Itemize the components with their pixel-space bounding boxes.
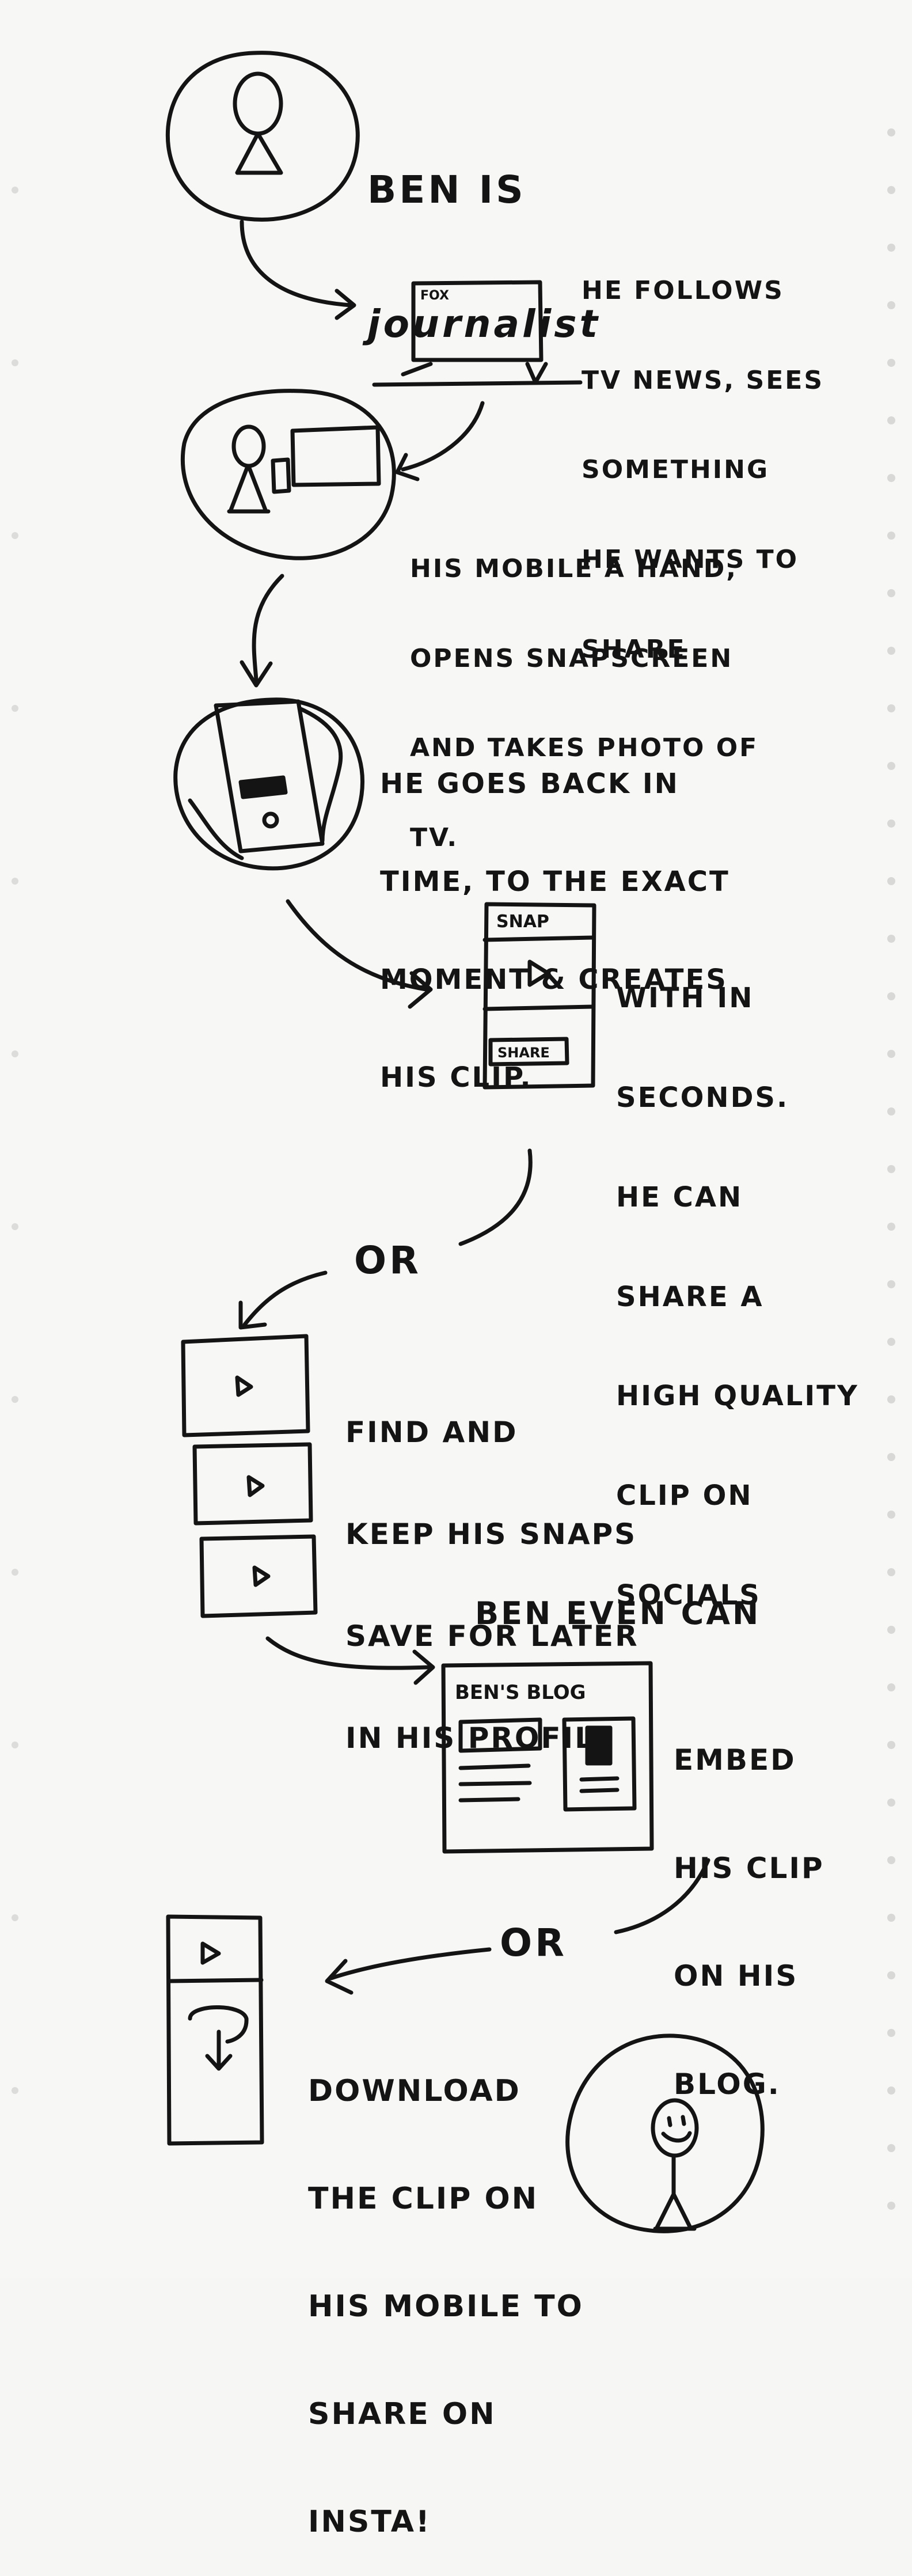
share-socials-caption: WITH IN SECONDS. HE CAN SHARE A HIGH QUA… — [616, 916, 859, 1645]
share-socials-line-7: SOCIALS — [616, 1579, 761, 1611]
embed-blog-caption: EMBED HIS CLIP ON HIS BLOG. — [674, 1670, 824, 2138]
back-in-time-line-1: HE GOES BACK IN — [380, 768, 679, 801]
flow-arrow-6 — [242, 1270, 328, 1327]
download-phone-icon — [166, 1914, 264, 2146]
flow-arrow-1 — [240, 219, 354, 308]
takes-photo-line-4: TV. — [410, 822, 459, 852]
binder-holes — [887, 128, 895, 2210]
phone-header-label: SNAP — [496, 912, 549, 932]
embed-lead-caption: BEN EVEN CAN — [475, 1595, 761, 1632]
flow-arrow-3 — [252, 574, 284, 682]
share-socials-line-4: SHARE A — [616, 1280, 764, 1313]
download-caption: DOWNLOAD THE CLIP ON HIS MOBILE TO SHARE… — [308, 2001, 584, 2576]
follows-tv-caption: HE FOLLOWS TV NEWS, SEES SOMETHING HE WA… — [582, 216, 824, 695]
follows-tv-line-5: SHARE — [582, 634, 686, 664]
storyboard-drawing: FOX SNAP SHARE BEN'S BLOG — [12, 51, 895, 2233]
keep-snaps-line-3: SAVE FOR LATER — [345, 1619, 639, 1653]
or-connector-1: OR — [354, 1238, 421, 1283]
download-line-1: DOWNLOAD — [308, 2073, 521, 2108]
ben-avatar-icon — [165, 51, 360, 222]
takes-photo-line-3: AND TAKES PHOTO OF — [410, 733, 759, 763]
tv-label: FOX — [420, 289, 449, 303]
download-line-4: SHARE ON — [308, 2397, 496, 2432]
flow-arrowhead-9 — [325, 1959, 354, 1995]
follows-tv-line-4: HE WANTS TO — [582, 544, 799, 574]
keep-snaps-line-4: IN HIS PROFILE — [345, 1721, 617, 1755]
embed-blog-line-2: HIS CLIP — [674, 1851, 824, 1885]
happy-ben-icon — [565, 2034, 765, 2233]
intro-line-1: BEN IS — [367, 167, 526, 212]
flow-arrowhead-6 — [238, 1300, 267, 1330]
share-socials-line-6: CLIP ON — [616, 1479, 753, 1512]
blog-page-icon — [441, 1661, 654, 1854]
embed-blog-line-3: ON HIS — [674, 1959, 799, 1993]
download-line-5: INSTA! — [308, 2505, 431, 2540]
takes-photo-line-2: OPENS SNAPSCREEN — [410, 643, 734, 673]
flow-arrow-4 — [286, 899, 428, 992]
left-edge-marks — [12, 187, 18, 2094]
keep-snaps-line-1: FIND AND — [345, 1416, 518, 1449]
flow-arrow-5 — [458, 1148, 533, 1246]
flow-arrowhead-4 — [408, 971, 433, 1009]
flow-arrowhead-7 — [412, 1649, 435, 1685]
intro-line-2: journalist — [367, 302, 601, 347]
or-connector-2: OR — [500, 1921, 567, 1965]
download-line-3: HIS MOBILE TO — [308, 2289, 584, 2324]
snapscreen-phone-icon — [482, 902, 596, 1090]
embed-blog-line-4: BLOG. — [674, 2067, 781, 2101]
saved-snaps-list-icon — [181, 1334, 318, 1618]
share-socials-line-2: SECONDS. — [616, 1081, 789, 1114]
person-photographing-tv-icon — [180, 389, 396, 560]
follows-tv-line-1: HE FOLLOWS — [582, 275, 784, 305]
blog-title-label: BEN'S BLOG — [455, 1681, 586, 1704]
phone-share-button-label: SHARE — [497, 1045, 550, 1061]
flow-arrow-7 — [265, 1636, 431, 1670]
share-socials-line-1: WITH IN — [616, 982, 754, 1015]
back-in-time-line-2: TIME, TO THE EXACT — [380, 866, 730, 898]
flow-arrowhead-1 — [335, 289, 356, 320]
intro-caption: BEN IS journalist — [367, 78, 601, 392]
embed-blog-line-1: EMBED — [674, 1743, 796, 1777]
follows-tv-line-2: TV NEWS, SEES — [582, 365, 824, 395]
takes-photo-caption: HIS MOBILE A HAND, OPENS SNAPSCREEN AND … — [410, 494, 758, 883]
flow-arrow-2 — [401, 401, 485, 472]
flow-arrowhead-3 — [240, 660, 273, 688]
share-socials-line-3: HE CAN — [616, 1181, 743, 1213]
flow-arrowhead-2 — [395, 453, 420, 481]
back-in-time-line-4: HIS CLIP. — [380, 1061, 533, 1094]
follows-tv-line-3: SOMETHING — [582, 455, 770, 485]
flow-arrow-8 — [614, 1858, 710, 1934]
share-socials-line-5: HIGH QUALITY — [616, 1380, 859, 1413]
tv-icon — [372, 280, 583, 387]
download-line-2: THE CLIP ON — [308, 2181, 539, 2216]
sketch-sheet — [0, 0, 912, 2278]
back-in-time-line-3: MOMENT & CREATES — [380, 963, 728, 996]
back-in-time-caption: HE GOES BACK IN TIME, TO THE EXACT MOMEN… — [380, 703, 730, 1126]
phone-in-hand-icon — [173, 697, 364, 871]
takes-photo-line-1: HIS MOBILE A HAND, — [410, 553, 738, 583]
flow-arrow-9 — [329, 1947, 492, 1981]
keep-snaps-line-2: KEEP HIS SNAPS — [345, 1517, 637, 1551]
keep-snaps-caption: FIND AND KEEP HIS SNAPS SAVE FOR LATER I… — [345, 1348, 639, 1789]
